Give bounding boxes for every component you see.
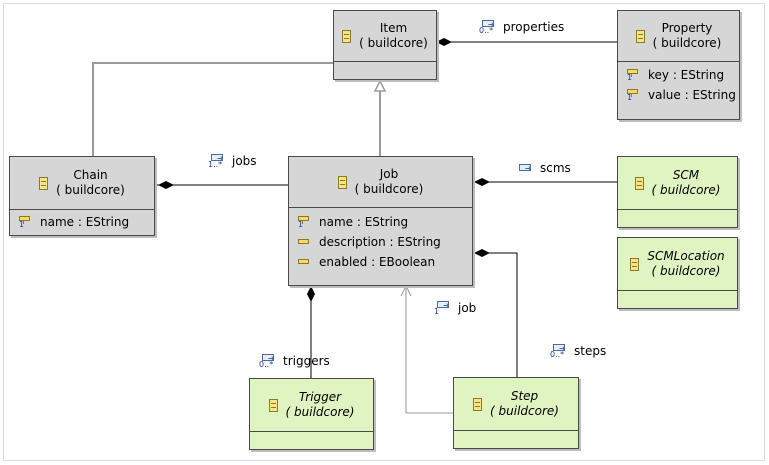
ref-name: job: [458, 301, 477, 315]
attribute-compartment: 1 key : EString 1 value : EString: [618, 62, 739, 108]
class-icon: [634, 176, 644, 190]
attribute-row[interactable]: 1 name : EString: [18, 212, 154, 232]
class-scmlocation[interactable]: SCMLocation( buildcore): [617, 237, 738, 309]
class-package: ( buildcore): [651, 264, 721, 278]
class-name: Step: [510, 389, 539, 403]
class-chain[interactable]: Chain( buildcore) 1 name : EString: [9, 156, 155, 236]
scms-diamond: [474, 178, 490, 186]
class-name: Job: [379, 167, 399, 181]
attribute-icon: 1: [18, 215, 34, 229]
ref-name: properties: [503, 20, 565, 34]
attribute-text: name : EString: [40, 215, 130, 229]
class-package: ( buildcore): [359, 36, 428, 50]
reference-icon: ➔1: [434, 301, 450, 316]
class-scmlocation-header: SCMLocation( buildcore): [618, 238, 737, 291]
class-icon: [268, 398, 278, 412]
reference-icon: ➔: [516, 160, 538, 176]
attribute-text: description : EString: [319, 235, 441, 249]
class-item-header: Item( buildcore): [334, 11, 436, 62]
class-property[interactable]: Property( buildcore) 1 key : EString 1 v…: [617, 10, 740, 120]
class-icon: [39, 176, 49, 190]
ref-label-steps[interactable]: ➔0..* steps: [550, 343, 606, 359]
class-step-header: Step( buildcore): [454, 378, 578, 431]
attribute-row[interactable]: 1 key : EString: [626, 65, 739, 85]
chain-inherits-item-line: [92, 62, 356, 156]
class-name: Item: [379, 21, 408, 35]
ref-name: jobs: [232, 154, 257, 168]
class-property-header: Property( buildcore): [618, 11, 739, 62]
class-scm-header: SCM( buildcore): [618, 157, 737, 210]
class-name: Trigger: [298, 390, 342, 404]
class-name: SCMLocation: [647, 249, 725, 263]
attribute-icon: 1: [626, 68, 642, 82]
ref-label-jobs[interactable]: ➔1..* jobs: [208, 153, 257, 169]
class-package: ( buildcore): [652, 36, 722, 50]
ref-name: steps: [574, 344, 607, 358]
class-trigger[interactable]: Trigger( buildcore): [249, 378, 374, 450]
reference-icon: ➔0..*: [259, 354, 275, 369]
attribute-text: enabled : EBoolean: [319, 255, 436, 269]
ref-label-job[interactable]: ➔1 job: [434, 300, 476, 316]
class-step[interactable]: Step( buildcore): [453, 377, 579, 449]
attribute-text: value : EString: [648, 88, 736, 102]
attribute-icon: [297, 255, 313, 269]
steps-line: [474, 252, 518, 377]
ref-label-triggers[interactable]: ➔0..* triggers: [259, 353, 330, 369]
class-icon: [630, 257, 640, 271]
job-ref-line: [405, 286, 453, 414]
attribute-icon: 1: [297, 215, 313, 229]
steps-diamond: [474, 249, 490, 257]
class-item[interactable]: Item( buildcore): [333, 10, 437, 80]
class-name: SCM: [672, 168, 700, 182]
class-scm[interactable]: SCM( buildcore): [617, 156, 738, 228]
diagram-frame: [3, 3, 765, 461]
class-name: Chain: [73, 168, 108, 182]
class-job-header: Job( buildcore): [289, 157, 472, 208]
attribute-text: key : EString: [648, 68, 725, 82]
class-job[interactable]: Job( buildcore) 1 name : EString descrip…: [288, 156, 473, 286]
attribute-row[interactable]: enabled : EBoolean: [297, 252, 472, 272]
class-package: ( buildcore): [354, 182, 424, 196]
class-trigger-header: Trigger( buildcore): [250, 379, 373, 432]
job-inherits-item-arrow: [373, 79, 387, 92]
attribute-compartment: 1 name : EString description : EString e…: [289, 208, 472, 275]
class-chain-header: Chain( buildcore): [10, 157, 154, 210]
ref-label-scms[interactable]: ➔ scms: [516, 160, 571, 176]
attribute-row[interactable]: 1 name : EString: [297, 212, 472, 232]
ref-name: scms: [540, 161, 571, 175]
class-icon: [342, 29, 352, 43]
properties-diamond: [436, 38, 452, 46]
ref-name: triggers: [283, 354, 330, 368]
reference-icon: ➔0..*: [479, 20, 495, 35]
attribute-row[interactable]: description : EString: [297, 232, 472, 252]
class-package: ( buildcore): [285, 405, 355, 419]
jobs-diamond: [158, 181, 174, 189]
triggers-diamond: [307, 286, 315, 302]
reference-icon: ➔1..*: [208, 154, 224, 169]
class-package: ( buildcore): [490, 404, 559, 418]
attribute-icon: 1: [626, 88, 642, 102]
attribute-row[interactable]: 1 value : EString: [626, 85, 739, 105]
class-package: ( buildcore): [56, 183, 125, 197]
class-package: ( buildcore): [651, 183, 721, 197]
class-icon: [337, 175, 347, 189]
attribute-text: name : EString: [319, 215, 409, 229]
class-name: Property: [661, 21, 713, 35]
reference-icon: ➔0..*: [550, 344, 566, 359]
class-icon: [635, 29, 645, 43]
attribute-compartment: 1 name : EString: [10, 210, 154, 235]
job-ref-arrow: [400, 284, 412, 297]
class-icon: [473, 397, 483, 411]
attribute-icon: [297, 235, 313, 249]
ref-label-properties[interactable]: ➔0..* properties: [479, 19, 564, 35]
